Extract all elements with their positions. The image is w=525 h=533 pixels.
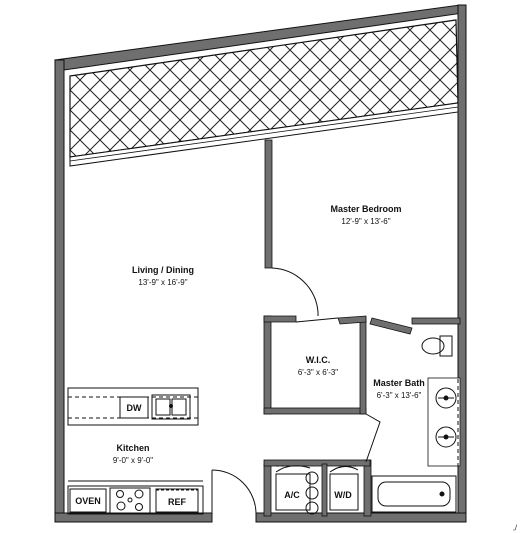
wall-bottom-right — [255, 512, 467, 523]
wall-wic-top-right — [337, 315, 367, 325]
ac-label: A/C — [284, 490, 300, 500]
wall-vanity — [427, 377, 461, 467]
wall-bath-left — [363, 459, 372, 517]
dishwasher-label: DW — [127, 403, 142, 413]
wall-left — [54, 59, 65, 523]
toilet-bowl — [421, 337, 445, 355]
entry-door-swing — [211, 469, 257, 515]
bedroom-door-swing — [271, 267, 319, 313]
master-bedroom-name: Master Bedroom — [330, 204, 401, 214]
living-dining-name: Living / Dining — [132, 265, 194, 275]
utility-closets — [275, 465, 359, 515]
oven-box — [69, 488, 107, 513]
interior-walls — [263, 139, 461, 517]
oven-label: OVEN — [75, 496, 101, 506]
toilet-tank — [439, 335, 453, 357]
room-labels: Master Bedroom 12'-9" x 13'-6" Living / … — [113, 204, 425, 465]
wd-closet — [329, 473, 359, 511]
balcony — [69, 19, 459, 167]
wall-wic-left — [263, 315, 272, 415]
kitchen-counter — [67, 387, 204, 515]
bath-fixtures — [371, 330, 459, 513]
wall-closet-mid — [321, 463, 328, 517]
doors — [211, 267, 381, 515]
wall-bath-top-right — [411, 317, 461, 325]
wic-door-swing — [295, 317, 339, 323]
kitchen-name: Kitchen — [116, 443, 149, 453]
sink-lower — [435, 426, 457, 448]
dw-box — [119, 396, 149, 419]
living-dining-dims: 13'-9" x 16'-9" — [138, 278, 187, 287]
wall-bath-top — [369, 317, 413, 335]
master-bath-name: Master Bath — [373, 378, 425, 388]
master-bath-dims: 6'-3" x 13'-6" — [377, 391, 422, 400]
kitchen-dims: 9'-0" x 9'-0" — [113, 456, 153, 465]
sink-upper — [435, 387, 457, 409]
wall-bedroom-partition — [264, 139, 273, 269]
washer-dryer-label: W/D — [334, 490, 352, 500]
cooktop-box — [109, 487, 151, 514]
bathtub — [371, 475, 457, 513]
ref-box — [155, 488, 199, 513]
island-counter — [67, 387, 199, 426]
kitchen-bottom-run — [67, 485, 204, 515]
wall-wic-right — [359, 317, 367, 415]
fixture-labels: DW OVEN REF A/C W/D — [75, 403, 352, 507]
wall-closet-top — [263, 459, 371, 467]
master-bedroom-dims: 12'-9" x 13'-6" — [341, 217, 390, 226]
corner-mark: ,/ — [513, 525, 517, 532]
refrigerator-label: REF — [168, 497, 187, 507]
wic-name: W.I.C. — [306, 355, 331, 365]
wall-wic-bottom — [263, 407, 367, 415]
exterior-walls — [53, 4, 467, 523]
bath-door — [365, 413, 381, 463]
ac-closet — [275, 473, 311, 511]
kitchen-sink — [151, 394, 191, 420]
wall-wic-top-left — [263, 315, 297, 323]
wic-dims: 6'-3" x 6'-3" — [298, 368, 338, 377]
wall-closet-left — [263, 463, 272, 517]
